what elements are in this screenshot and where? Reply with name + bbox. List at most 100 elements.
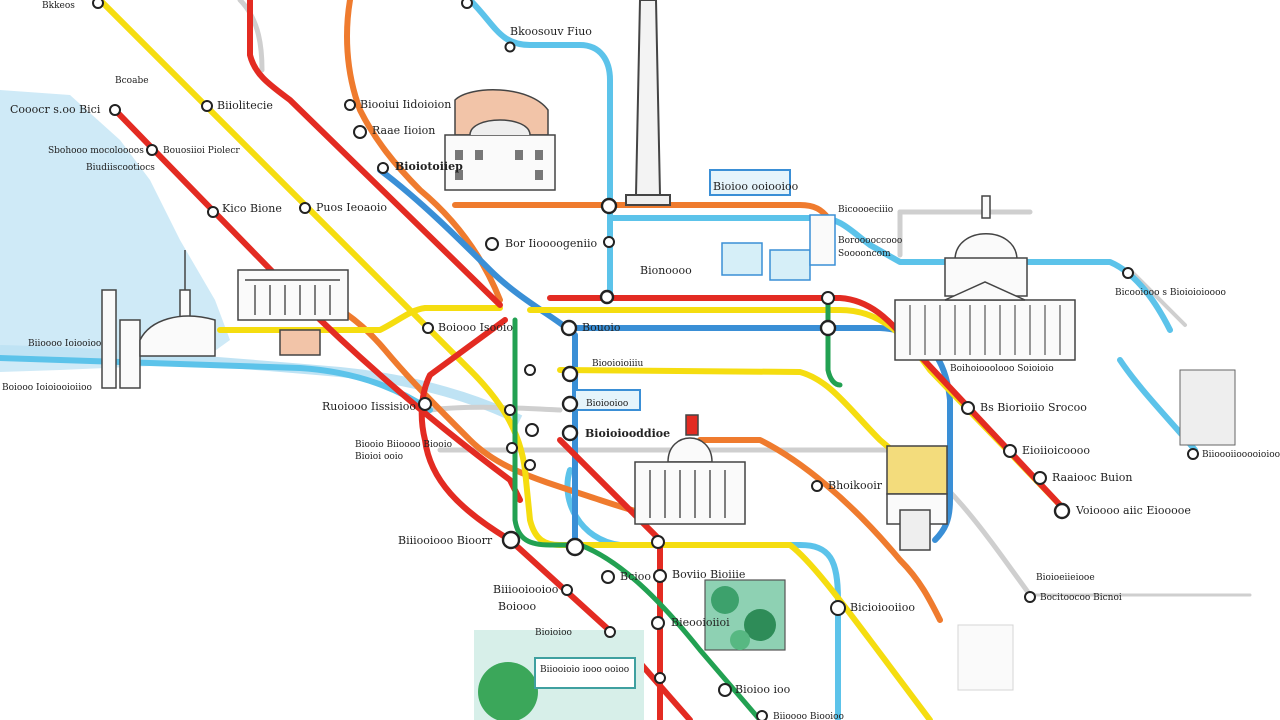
- station[interactable]: [1053, 502, 1071, 520]
- station[interactable]: [600, 197, 618, 215]
- green-line: [512, 295, 843, 720]
- station[interactable]: [1003, 444, 1017, 458]
- station-label: Biiiooiooioo: [493, 583, 559, 596]
- station-label: Puos Ieoaoio: [316, 201, 387, 214]
- station-label: Biiooioio iooo ooioo: [540, 665, 629, 675]
- station-label: Biudiiscootiocs: [86, 163, 155, 173]
- station[interactable]: [92, 0, 104, 9]
- station-building-icon: [886, 445, 948, 551]
- station[interactable]: [830, 600, 846, 616]
- station-label: Boihoiooolooo Soioioio: [950, 364, 1054, 374]
- station[interactable]: [561, 365, 579, 383]
- station[interactable]: [1024, 591, 1036, 603]
- station-label: Bioioi ooio: [355, 452, 403, 462]
- station[interactable]: [377, 162, 389, 174]
- station[interactable]: [599, 289, 615, 305]
- station-label: Bicioiooiioo: [850, 601, 915, 614]
- station[interactable]: [1122, 267, 1134, 279]
- station-label: Bouosiioi Piolecr: [163, 146, 240, 156]
- station[interactable]: [485, 237, 499, 251]
- station[interactable]: [821, 291, 835, 305]
- station[interactable]: [560, 319, 578, 337]
- station[interactable]: [201, 100, 213, 112]
- station[interactable]: [653, 569, 667, 583]
- station-label: Bkoosouv Fiuo: [510, 25, 592, 38]
- station[interactable]: [504, 404, 516, 416]
- station-label: Ruoiooo Iissisioo: [322, 400, 416, 413]
- station-label: Bioiotoiiep: [395, 160, 463, 173]
- station-label: Sbohooo mocoloooos: [48, 146, 144, 156]
- station-label: Bioioeiieiooe: [1036, 573, 1095, 583]
- station[interactable]: [811, 480, 823, 492]
- station[interactable]: [524, 459, 536, 471]
- park-trees-icon: [704, 579, 786, 651]
- station[interactable]: [525, 423, 539, 437]
- memorial-building-icon: [237, 269, 349, 356]
- station[interactable]: [651, 616, 665, 630]
- station[interactable]: [756, 710, 768, 720]
- station[interactable]: [604, 626, 616, 638]
- station[interactable]: [561, 395, 579, 413]
- station[interactable]: [561, 584, 573, 596]
- station[interactable]: [501, 530, 521, 550]
- red-line: [112, 0, 1063, 720]
- station-label: Raaiooc Buion: [1052, 471, 1132, 484]
- station[interactable]: [146, 144, 158, 156]
- station[interactable]: [422, 322, 434, 334]
- station-label: Biiiooiooo Bioorr: [398, 534, 493, 547]
- station[interactable]: [353, 125, 367, 139]
- station-label: Borooooccooo: [838, 236, 902, 246]
- station-label: Bcoabe: [115, 76, 149, 86]
- station[interactable]: [1033, 471, 1047, 485]
- station[interactable]: [461, 0, 473, 9]
- station[interactable]: [418, 397, 432, 411]
- ghost-building-icon: [957, 624, 1014, 691]
- station-label: Bicoooeciiio: [838, 205, 893, 215]
- station[interactable]: [565, 537, 585, 557]
- station-label: Eioiioicoooo: [1022, 444, 1090, 457]
- station-label: Bionoooo: [640, 264, 692, 277]
- station[interactable]: [651, 535, 665, 549]
- river-water: [0, 90, 230, 372]
- station-label: Raae Iioion: [372, 124, 435, 137]
- station-label: Biooio Biioooo Biooio: [355, 440, 452, 450]
- station[interactable]: [504, 41, 516, 53]
- station-label: Cooocr s.oo Bici: [10, 103, 101, 116]
- station-label: Bioioioo: [535, 628, 572, 638]
- station[interactable]: [207, 206, 219, 218]
- station[interactable]: [506, 442, 518, 454]
- capitol-dome-icon: [894, 195, 1076, 361]
- south-park-icon: [474, 630, 644, 720]
- tower-east-icon: [1179, 369, 1236, 446]
- station-label: Biiolitecie: [217, 99, 273, 112]
- station-label: Bkkeos: [42, 1, 75, 11]
- station[interactable]: [961, 401, 975, 415]
- station[interactable]: [1187, 448, 1199, 460]
- station[interactable]: [718, 683, 732, 697]
- station[interactable]: [524, 364, 536, 376]
- station-label: Biioooiiooooioioo: [1202, 450, 1280, 460]
- station-label: Voioooo aiic Eiooooe: [1075, 504, 1191, 517]
- station-label: Bs Biorioiio Srocoo: [980, 401, 1087, 414]
- domed-museum-icon: [634, 414, 746, 525]
- station-label: Bioioo ooiooioo: [713, 180, 799, 193]
- station[interactable]: [299, 202, 311, 214]
- station-label: Boviio Bioiiie: [672, 568, 745, 581]
- station-label: Bcioo: [620, 570, 651, 583]
- station-label: Biooiui Iidoioion: [360, 98, 451, 111]
- station-label: Bicooiooo s Bioioioioooo: [1115, 288, 1226, 298]
- station-label: Boiooo: [498, 600, 536, 613]
- station[interactable]: [819, 319, 837, 337]
- station[interactable]: [109, 104, 121, 116]
- station-label: Biioooo Ioiooioo: [28, 339, 101, 349]
- station-label: Biioooo Biooioo: [773, 712, 844, 720]
- stations: [92, 0, 1199, 720]
- station[interactable]: [601, 570, 615, 584]
- station[interactable]: [654, 672, 666, 684]
- station[interactable]: [603, 236, 615, 248]
- station[interactable]: [344, 99, 356, 111]
- station-label: Bor Iioooogeniio: [505, 237, 597, 250]
- station[interactable]: [561, 424, 579, 442]
- station-label: Bioiooioo: [586, 399, 628, 409]
